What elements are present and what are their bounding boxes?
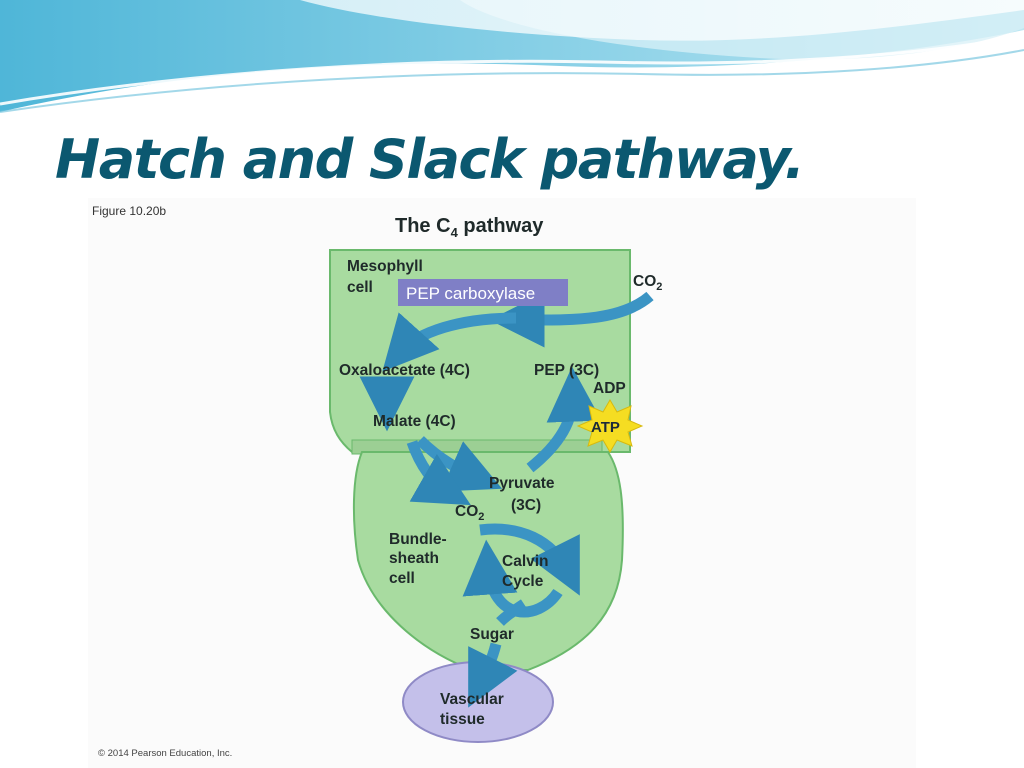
- pyruvate-label-line2: (3C): [511, 497, 541, 514]
- arrow-co2-to-calvin: [479, 523, 580, 596]
- mesophyll-label-line2: cell: [347, 279, 373, 296]
- calvin-label-line1: Calvin: [502, 553, 549, 570]
- arrow-to-oxaloacetate: [382, 312, 517, 372]
- bundle-sheath-label-line3: cell: [389, 570, 415, 587]
- header-wave-banner: [0, 0, 1024, 113]
- co2-top-label: CO2: [633, 273, 662, 293]
- adp-label: ADP: [593, 380, 626, 397]
- arrow-malate-to-co2: [406, 440, 471, 506]
- co2-bottom-label: CO2: [455, 503, 484, 523]
- pep-label: PEP (3C): [534, 362, 599, 379]
- slide-title: Hatch and Slack pathway.: [55, 128, 805, 191]
- atp-label: ATP: [591, 419, 620, 436]
- pyruvate-label-line1: Pyruvate: [489, 475, 555, 492]
- atp-burst-icon: [576, 399, 644, 453]
- pep-carboxylase-label: PEP carboxylase: [406, 284, 535, 303]
- vascular-label-line2: tissue: [440, 711, 485, 728]
- vascular-label-line1: Vascular: [440, 691, 504, 708]
- mesophyll-label-line1: Mesophyll: [347, 258, 423, 275]
- diagram-heading: The C4 pathway: [395, 215, 544, 240]
- arrow-co2-to-cycle: [489, 291, 654, 348]
- figure-label: Figure 10.20b: [92, 204, 167, 218]
- arrow-pyruvate-to-pep: [526, 366, 602, 473]
- malate-label: Malate (4C): [373, 413, 456, 430]
- oxaloacetate-label: Oxaloacetate (4C): [339, 362, 470, 379]
- sugar-label: Sugar: [470, 626, 514, 643]
- bundle-sheath-label-line1: Bundle-: [389, 531, 447, 548]
- bundle-sheath-label-line2: sheath: [389, 550, 439, 567]
- arrow-sugar-to-vascular: [468, 642, 518, 708]
- copyright-notice: © 2014 Pearson Education, Inc.: [98, 748, 233, 759]
- calvin-label-line2: Cycle: [502, 573, 544, 590]
- arrow-calvin-to-sugar: [496, 599, 528, 626]
- pep-carboxylase-box: [398, 279, 568, 306]
